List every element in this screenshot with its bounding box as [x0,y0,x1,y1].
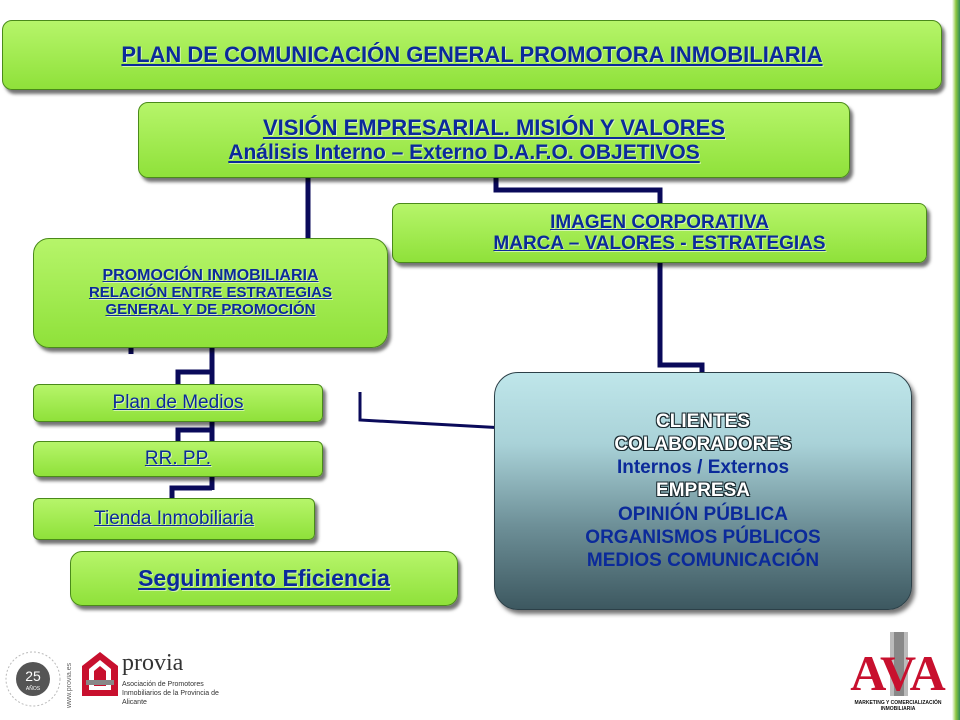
plan-medios-box: Plan de Medios [33,384,323,422]
promocion-line-2: RELACIÓN ENTRE ESTRATEGIAS [88,284,333,302]
promocion-line-3: GENERAL Y DE PROMOCIÓN [105,300,316,318]
rrpp-label: RR. PP. [144,448,212,470]
anniversary-sub: AÑOS [26,685,41,692]
promocion-box: PROMOCIÓN INMOBILIARIA RELACIÓN ENTRE ES… [33,238,388,348]
clientes-item: EMPRESA [656,480,750,502]
tienda-label: Tienda Inmobiliaria [94,508,254,530]
clientes-item: MEDIOS COMUNICACIÓN [586,549,820,571]
imagen-line-1: IMAGEN CORPORATIVA [550,211,769,233]
vision-box: VISIÓN EMPRESARIAL. MISIÓN Y VALORES Aná… [138,102,850,178]
anniversary-number: 25 [25,668,41,684]
ava-subtitle: MARKETING Y COMERCIALIZACIÓN INMOBILIARI… [854,700,942,712]
rrpp-box: RR. PP. [33,441,323,477]
ava-mark-icon: AVA [850,632,946,701]
promocion-line-1: PROMOCIÓN INMOBILIARIA [102,267,319,285]
provia-subtitle: Asociación de Promotores Inmobiliarios d… [122,681,219,706]
plan-title-box: PLAN DE COMUNICACIÓN GENERAL PROMOTORA I… [2,20,942,90]
seguimiento-label: Seguimiento Eficiencia [138,564,390,591]
provia-name: provia [122,650,184,676]
provia-house-icon [82,652,118,696]
provia-url: www.provia.es [66,662,73,708]
plan-title: PLAN DE COMUNICACIÓN GENERAL PROMOTORA I… [121,41,823,67]
clientes-item: ORGANISMOS PÚBLICOS [585,526,821,548]
tienda-inmobiliaria-box: Tienda Inmobiliaria [33,498,315,540]
clientes-item: Internos / Externos [616,457,790,479]
ava-logo: AVA MARKETING Y COMERCIALIZACIÓN INMOBIL… [848,630,948,720]
clientes-item: COLABORADORES [614,434,792,456]
plan-medios-label: Plan de Medios [112,392,244,414]
clientes-item: CLIENTES [656,410,750,432]
ava-name: AVA [850,645,945,700]
right-edge-decoration [952,0,960,720]
vision-line-2: Análisis Interno – Externo D.A.F.O. OBJE… [228,140,700,164]
imagen-line-2: MARCA – VALORES - ESTRATEGIAS [493,233,826,254]
vision-line-1: VISIÓN EMPRESARIAL. MISIÓN Y VALORES [262,114,726,140]
seguimiento-eficiencia-box: Seguimiento Eficiencia [70,551,458,606]
imagen-corporativa-box: IMAGEN CORPORATIVA MARCA – VALORES - EST… [392,203,927,263]
anniversary-25-logo: 25 AÑOS [5,651,61,707]
provia-logo: provia Asociación de Promotores Inmobili… [80,650,240,712]
clientes-box: CLIENTES COLABORADORES Internos / Extern… [494,372,912,610]
clientes-item: OPINIÓN PÚBLICA [618,503,788,525]
